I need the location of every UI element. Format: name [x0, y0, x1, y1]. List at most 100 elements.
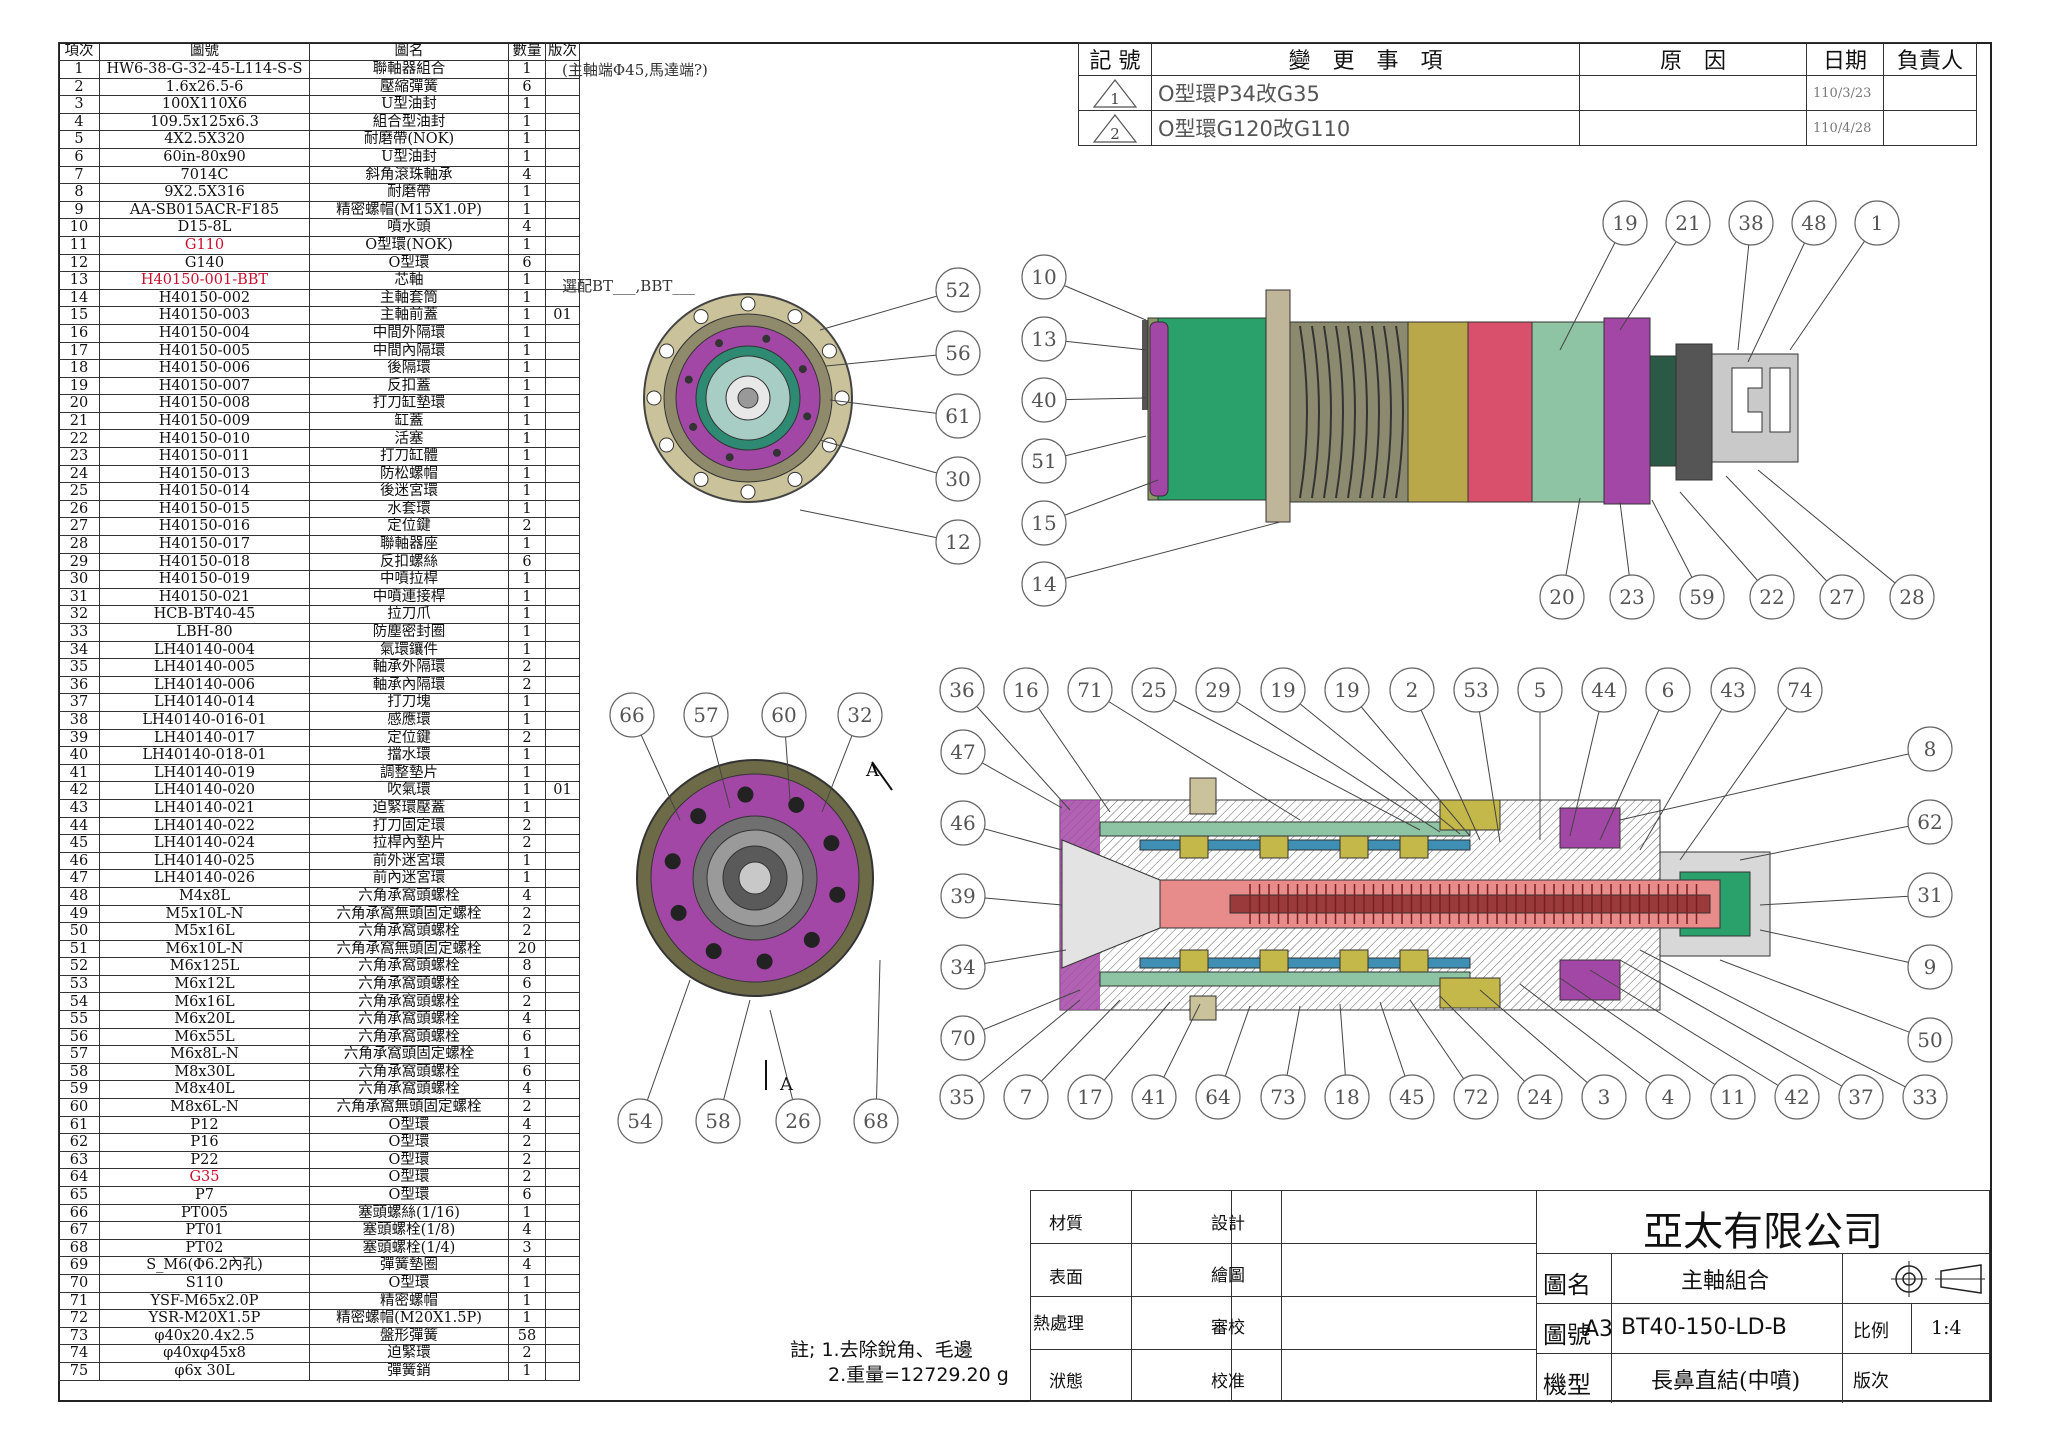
coil-line — [1359, 325, 1368, 499]
part-balloon: 74 — [1777, 667, 1823, 713]
balloon-number: 44 — [1591, 678, 1616, 702]
leader-line — [1679, 689, 1801, 861]
label-approve: 校准 — [1211, 1372, 1245, 1392]
bolt-hole — [664, 853, 681, 870]
rev-mark: 2 — [1110, 125, 1120, 143]
bom-qty: 1 — [508, 1361, 546, 1381]
bom-item-no: 28 — [58, 535, 100, 554]
balloon-circle — [1324, 667, 1370, 713]
balloon-number: 19 — [1270, 678, 1295, 702]
balloon-circle — [1324, 1074, 1370, 1120]
balloon-number: 42 — [1784, 1085, 1809, 1109]
part-balloon: 16 — [1003, 667, 1049, 713]
bom-part-name: 塞頭螺栓(1/4) — [309, 1238, 509, 1258]
part-balloon: 19 — [1260, 667, 1306, 713]
balloon-circle — [1021, 500, 1067, 546]
part-balloon: 45 — [1389, 1074, 1435, 1120]
bom-item-no: 16 — [58, 323, 100, 343]
revision-triangle-icon: 1 — [1092, 79, 1138, 108]
bom-item-no: 64 — [58, 1168, 100, 1187]
bolt-hole — [690, 808, 707, 825]
balloon-circle — [1854, 200, 1900, 246]
projection-symbol-icon — [1891, 1261, 1985, 1297]
bom-part-name: 迫緊環 — [309, 1344, 509, 1363]
balloon-circle — [935, 267, 981, 313]
balloon-circle — [935, 519, 981, 565]
screw-head — [798, 365, 807, 374]
leader-line — [1747, 222, 1815, 363]
bolt-hole — [670, 904, 687, 921]
bolt-hole — [787, 471, 803, 487]
bom-part-name: 彈簧墊圈 — [309, 1256, 509, 1275]
bom-part-name: 防塵密封圈 — [309, 623, 509, 642]
balloon-circle — [1517, 667, 1563, 713]
balloon-number: 13 — [1031, 327, 1056, 351]
model-value: 長鼻直結(中噴) — [1651, 1369, 1801, 1394]
balloon-number: 25 — [1141, 678, 1166, 702]
balloon-number: 54 — [627, 1109, 652, 1133]
part-balloon: 60 — [761, 692, 807, 738]
part-balloon: 5 — [1517, 667, 1563, 713]
leader-line — [1411, 689, 1481, 841]
balloon-circle — [617, 1098, 663, 1144]
balloon-circle — [1609, 574, 1655, 620]
bom-item-no: 56 — [58, 1027, 100, 1047]
label-model: 機型 — [1543, 1371, 1591, 1399]
balloon-circle — [1907, 799, 1953, 845]
balloon-number: 19 — [1334, 678, 1359, 702]
scale-value: 1:4 — [1931, 1317, 1962, 1339]
bom-part-name: 定位鍵 — [309, 728, 509, 748]
balloon-number: 32 — [847, 703, 872, 727]
end-view-front — [643, 293, 853, 503]
balloon-circle — [1260, 1074, 1306, 1120]
balloon-circle — [1260, 667, 1306, 713]
bolt-hole — [834, 390, 850, 406]
leader-line — [1759, 929, 1931, 968]
screw-head — [715, 339, 724, 348]
bearing-ball — [1259, 949, 1289, 973]
balloon-circle — [1889, 574, 1935, 620]
bom-item-no: 12 — [58, 253, 100, 273]
part-balloon: 58 — [695, 1098, 741, 1144]
balloon-circle — [1645, 1074, 1691, 1120]
balloon-circle — [1021, 438, 1067, 484]
leader-line — [639, 979, 691, 1122]
balloon-circle — [683, 692, 729, 738]
part-balloon: 54 — [617, 1098, 663, 1144]
revision-triangle-icon: 2 — [1092, 114, 1138, 143]
part-balloon: 29 — [1195, 667, 1241, 713]
note-line-2: 2.重量=12729.20 g — [828, 1364, 1009, 1386]
balloon-number: 74 — [1787, 678, 1812, 702]
bom-part-number: LBH-80 — [99, 623, 310, 642]
bom-part-name: O型環 — [309, 1186, 509, 1205]
bolt-hole — [821, 343, 837, 359]
bolt-hole — [829, 886, 846, 903]
bom-note-item-1: (主軸端Φ45,馬達端?) — [562, 61, 708, 79]
part-balloon: 22 — [1749, 574, 1795, 620]
bom-part-number: LH40140-005 — [99, 658, 310, 677]
part-balloon: 24 — [1517, 1074, 1563, 1120]
balloon-circle — [1389, 1074, 1435, 1120]
leader-line — [875, 959, 881, 1122]
balloon-circle — [1021, 316, 1067, 362]
bom-item-no: 73 — [58, 1326, 100, 1346]
part-balloon: 33 — [1902, 1074, 1948, 1120]
balloon-number: 66 — [619, 703, 644, 727]
screw-head — [762, 334, 771, 343]
balloon-number: 21 — [1675, 211, 1700, 235]
note-line-1: 註; 1.去除銳角、毛邊 — [790, 1339, 973, 1361]
balloon-number: 12 — [945, 530, 970, 554]
balloon-circle — [1021, 254, 1067, 300]
balloon-number: 64 — [1205, 1085, 1230, 1109]
bom-part-number: H40150-003 — [99, 306, 310, 325]
